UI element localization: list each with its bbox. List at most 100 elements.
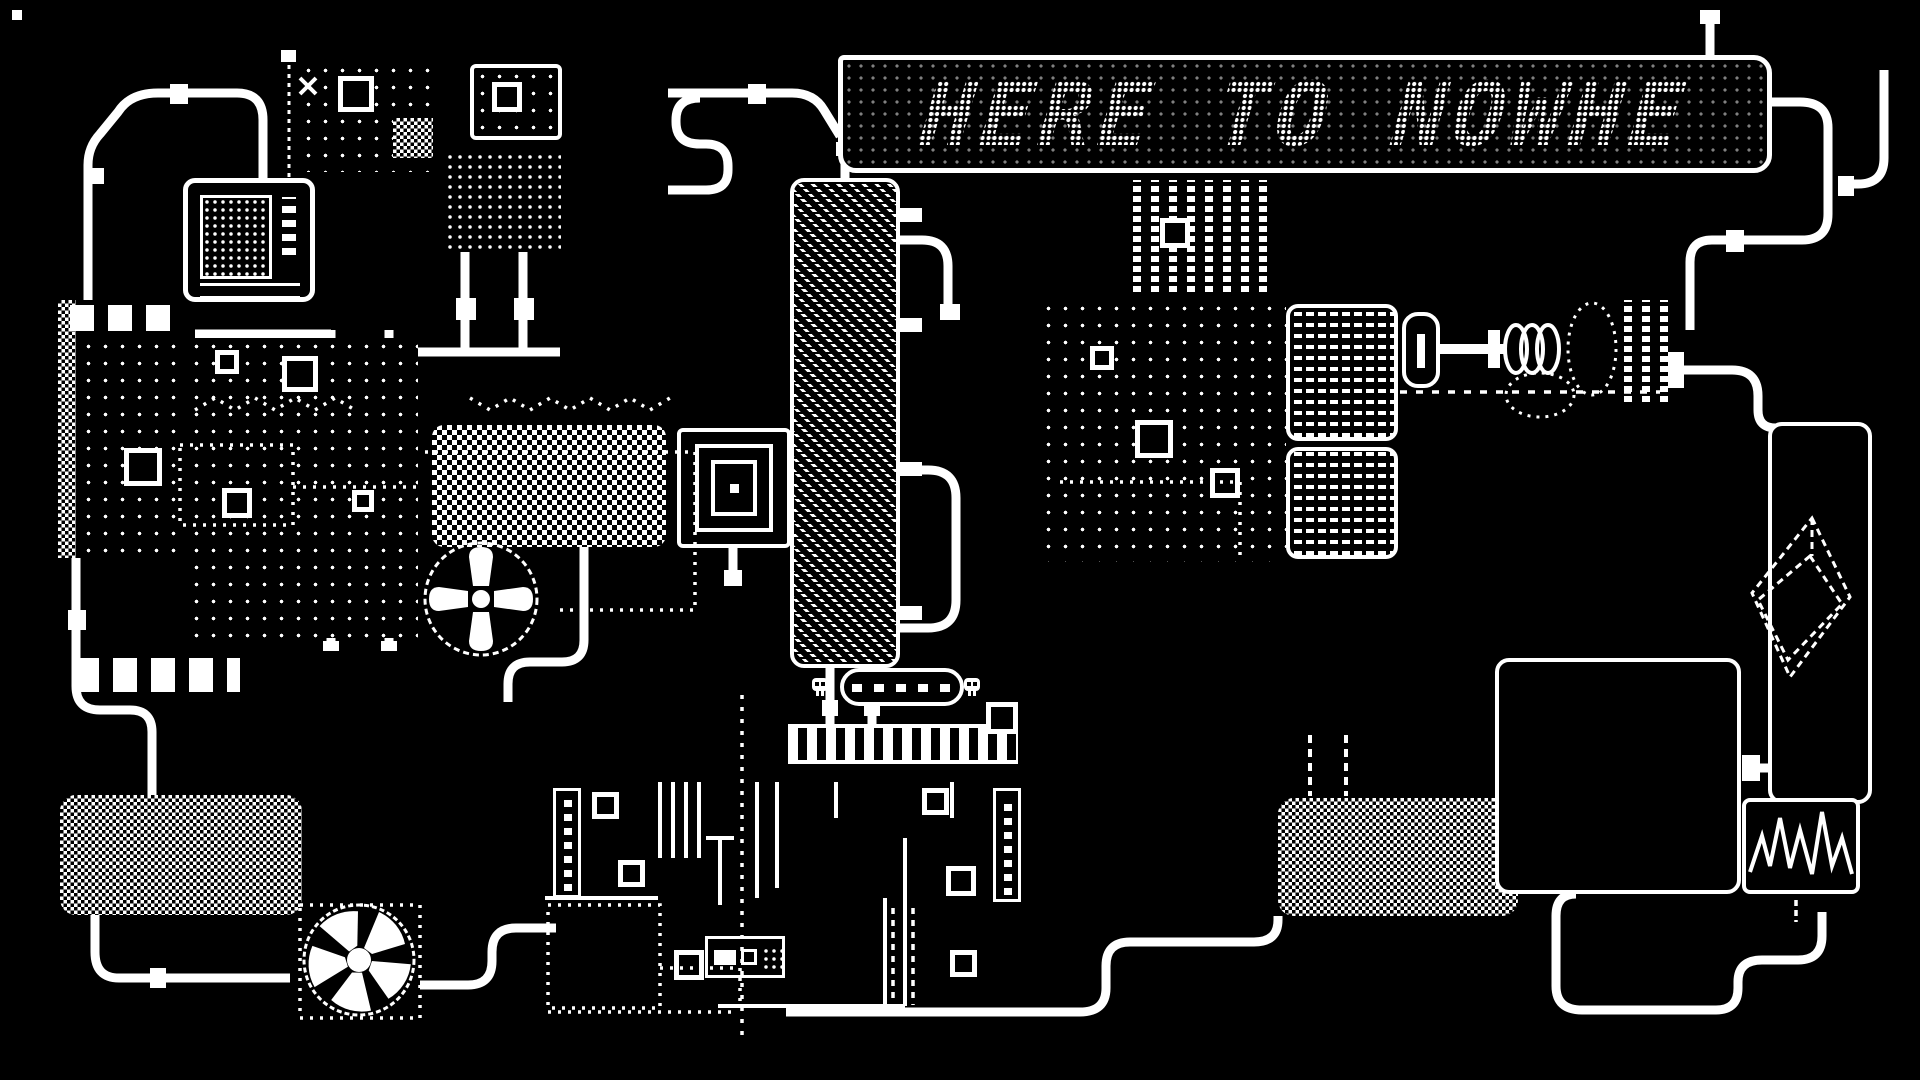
chip <box>124 448 162 486</box>
chip <box>922 788 949 815</box>
flange <box>68 610 86 630</box>
title-banner: HERE TO NOWHE <box>838 55 1772 173</box>
gauge-right-ticks <box>1004 797 1012 895</box>
flange <box>170 84 188 104</box>
pipe <box>71 558 157 795</box>
flange <box>1700 10 1720 24</box>
chip <box>492 82 522 112</box>
pipe <box>1684 365 1777 433</box>
pipe <box>668 93 733 195</box>
console-vents <box>200 283 300 299</box>
checker-strip <box>58 300 76 558</box>
left-circuit-panel <box>80 338 184 556</box>
flange <box>456 298 476 320</box>
keypad-display <box>714 950 736 965</box>
keypad-dot-keys <box>762 947 784 971</box>
chip <box>1090 346 1114 370</box>
pipe <box>420 923 556 990</box>
chip <box>674 950 704 980</box>
chip <box>592 792 619 819</box>
flange <box>940 304 960 320</box>
pipe <box>786 915 1283 1017</box>
tower-flanges <box>724 208 922 620</box>
console-screen <box>200 195 272 279</box>
label-capsule <box>840 668 964 706</box>
register-stack-upper <box>1286 304 1398 441</box>
checker-texture <box>58 300 76 558</box>
pipe-endcap <box>381 641 397 651</box>
chip <box>618 860 645 887</box>
relay-bank <box>1133 180 1275 296</box>
pipe <box>1551 889 1827 1015</box>
flange <box>1488 330 1500 368</box>
flange <box>1838 176 1854 196</box>
motor-dotted-blobs <box>1504 301 1618 419</box>
conveyor-bars <box>788 724 1018 764</box>
keypad-button <box>741 949 757 965</box>
chip <box>950 950 977 977</box>
grid-condenser <box>1495 658 1741 894</box>
chip <box>338 76 374 112</box>
gauge-left-ticks <box>564 797 572 891</box>
chip <box>1135 420 1173 458</box>
corner-pixel <box>12 10 22 20</box>
pipe <box>503 545 589 702</box>
skull-icon <box>812 678 828 696</box>
chip <box>986 702 1018 734</box>
flange <box>1742 755 1760 781</box>
motor-vent-column <box>1624 300 1668 406</box>
motor-slot <box>1417 334 1425 368</box>
crystal-chamber <box>1768 422 1872 804</box>
checker-corner <box>393 118 433 158</box>
pipe <box>1685 235 1736 330</box>
pipe <box>1736 97 1833 245</box>
chip <box>352 490 374 512</box>
pipe-endcap <box>323 641 339 651</box>
capsule-motor <box>1402 312 1440 388</box>
relay-block-row <box>75 658 240 692</box>
keypad-device <box>705 936 785 978</box>
flange <box>748 84 766 104</box>
console-side-lamps <box>282 197 296 255</box>
spiral-ring-inner <box>711 460 757 516</box>
dot-matrix-panel <box>445 152 561 252</box>
capsule-dashes <box>852 684 952 692</box>
chip <box>946 866 976 896</box>
pinwheel-fan-icon <box>302 903 416 1017</box>
waveform-icon <box>1748 811 1854 875</box>
chip <box>215 350 239 374</box>
spiral-unit <box>677 428 791 548</box>
pipe <box>83 88 268 300</box>
flange <box>1668 352 1684 388</box>
chip <box>1160 218 1190 248</box>
flange <box>514 298 534 320</box>
gauge-left <box>553 788 581 898</box>
fan-icon <box>423 541 539 657</box>
pipe <box>1848 70 1889 189</box>
flange <box>1726 230 1744 252</box>
flange <box>84 168 104 184</box>
flange <box>822 700 838 716</box>
pipe <box>899 235 953 310</box>
chip <box>222 488 252 518</box>
reactor-tower <box>790 178 900 668</box>
dither-tank <box>432 425 666 547</box>
dotted-traces <box>178 390 1798 1035</box>
dither-hopper-right <box>1278 798 1518 916</box>
indicator-block-row <box>70 305 182 331</box>
x-mark-icon <box>298 76 318 96</box>
chip <box>282 356 318 392</box>
circuit-lines <box>545 782 954 1008</box>
gauge-right <box>993 788 1021 902</box>
register-stack-lower <box>1286 447 1398 559</box>
motor-coil <box>1503 323 1561 375</box>
pipe <box>90 915 290 983</box>
pipe <box>899 465 961 633</box>
dither-hopper-left <box>60 795 302 915</box>
flange <box>150 968 166 988</box>
spiral-core <box>730 484 739 493</box>
wireframe-crystal-icon <box>1750 515 1852 680</box>
console-screen-unit <box>183 178 315 302</box>
